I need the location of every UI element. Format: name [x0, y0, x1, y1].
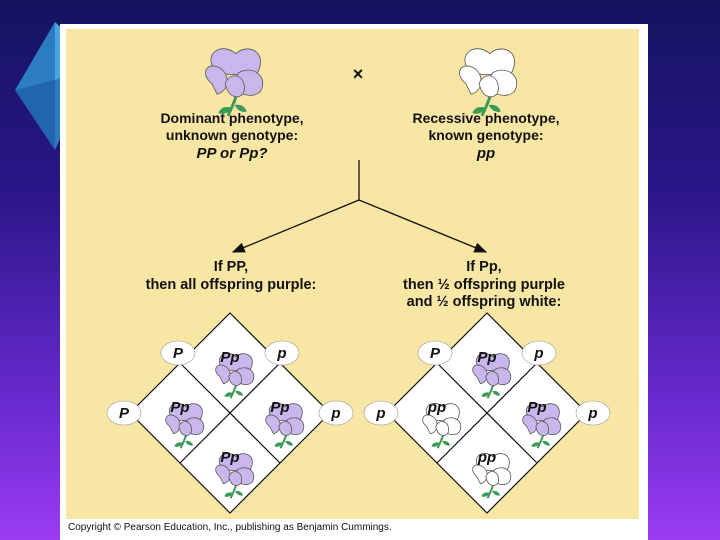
- petal: [472, 464, 488, 485]
- parent-right-label-line1: Recessive phenotype,: [412, 110, 559, 126]
- punnett-cell-genotype: pp: [427, 399, 446, 416]
- arrow-right: [358, 199, 488, 253]
- purple-flower-icon: [215, 453, 255, 499]
- punnett-cell-genotype: Pp: [270, 399, 289, 416]
- petal: [485, 371, 499, 386]
- parent-left-label-line1: Dominant phenotype,: [160, 110, 303, 126]
- gamete-side-1-bubble: [363, 400, 399, 426]
- white-flower-icon: [472, 453, 512, 499]
- petal: [215, 364, 231, 385]
- petal: [422, 414, 438, 435]
- outcome-left-result: then all offspring purple:: [146, 277, 317, 293]
- gamete-top-2-bubble: [264, 340, 300, 366]
- petal: [224, 75, 245, 98]
- gamete-side-2: p: [330, 405, 340, 422]
- petal: [435, 421, 449, 436]
- purple-flower-icon: [522, 403, 562, 449]
- petal: [165, 414, 181, 435]
- gamete-side-1: p: [375, 405, 385, 422]
- purple-flower-icon: [165, 403, 205, 449]
- petal: [522, 414, 538, 435]
- petal: [215, 464, 231, 485]
- petal: [478, 75, 499, 98]
- cross-symbol: ×: [353, 64, 364, 84]
- gamete-side-1-bubble: [106, 400, 142, 426]
- gamete-top-2: p: [276, 345, 286, 362]
- punnett-cell-genotype: pp: [477, 449, 496, 466]
- purple-flower-icon: [265, 403, 305, 449]
- outcome-right-result-line1: then ½ offspring purple: [403, 277, 565, 293]
- punnett-cell-genotype: Pp: [220, 349, 239, 366]
- punnett-cell-genotype: Pp: [170, 399, 189, 416]
- outcome-right-result-line2: and ½ offspring white:: [407, 294, 562, 310]
- petal: [228, 371, 242, 386]
- petal: [278, 421, 292, 436]
- petal: [459, 65, 482, 95]
- gamete-side-2-bubble: [318, 400, 354, 426]
- purple-flower-icon: [215, 353, 255, 399]
- gamete-top-1-bubble: [417, 340, 453, 366]
- parent-right-label-line2: known genotype:: [428, 127, 543, 143]
- gamete-side-2: p: [587, 405, 597, 422]
- petal: [535, 421, 549, 436]
- petal: [265, 414, 281, 435]
- petal: [178, 421, 192, 436]
- punnett-divider: [436, 362, 538, 464]
- parent-left-genotype: PP or Pp?: [196, 145, 267, 162]
- parent-right-genotype: pp: [476, 145, 495, 162]
- gamete-top-1-bubble: [160, 340, 196, 366]
- gamete-side-1: P: [119, 405, 130, 422]
- parent-left-label-line2: unknown genotype:: [166, 127, 298, 143]
- gamete-top-2-bubble: [521, 340, 557, 366]
- petal: [485, 471, 499, 486]
- petal: [472, 364, 488, 385]
- white-flower-icon: [459, 48, 518, 117]
- purple-flower-icon: [205, 48, 264, 117]
- punnett-cell-genotype: Pp: [220, 449, 239, 466]
- copyright-caption: Copyright © Pearson Education, Inc., pub…: [68, 522, 392, 533]
- decorative-diamond-facet: [15, 80, 55, 150]
- petal: [228, 471, 242, 486]
- petal: [205, 65, 228, 95]
- gamete-top-2: p: [533, 345, 543, 362]
- punnett-divider: [179, 362, 281, 464]
- punnett-cell-genotype: Pp: [477, 349, 496, 366]
- gamete-side-2-bubble: [575, 400, 611, 426]
- punnett-cell-genotype: Pp: [527, 399, 546, 416]
- arrow-left: [231, 199, 360, 253]
- white-flower-icon: [422, 403, 462, 449]
- outcome-left-condition: If PP,: [214, 259, 248, 275]
- gamete-top-1: P: [173, 345, 184, 362]
- gamete-top-1: P: [430, 345, 441, 362]
- outcome-right-condition: If Pp,: [466, 259, 501, 275]
- purple-flower-icon: [472, 353, 512, 399]
